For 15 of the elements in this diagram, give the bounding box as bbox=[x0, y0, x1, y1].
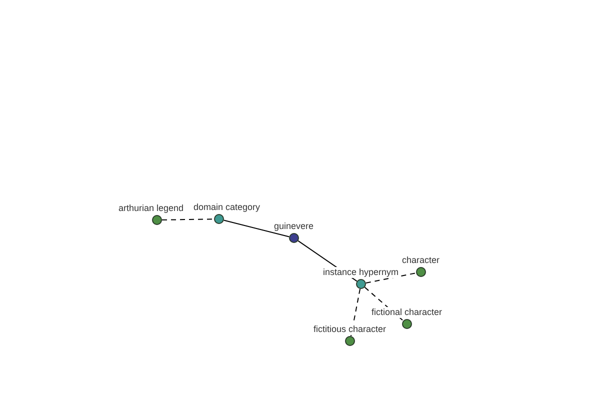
connector-line bbox=[223, 220, 290, 238]
node-label: fictional character bbox=[370, 307, 444, 318]
connector-line bbox=[364, 286, 404, 322]
node-label: arthurian legend bbox=[118, 203, 185, 214]
graph-node bbox=[401, 255, 441, 277]
graph-node bbox=[273, 221, 315, 243]
node-label: guinevere bbox=[273, 221, 315, 232]
graph-node bbox=[312, 324, 388, 346]
node-label: instance hypernym bbox=[322, 267, 400, 278]
graph-node bbox=[322, 267, 400, 289]
connector-line bbox=[365, 272, 417, 284]
node-label: domain category bbox=[192, 202, 262, 213]
node-label: fictitious character bbox=[312, 324, 388, 335]
connector-line bbox=[162, 218, 214, 220]
node-label: character bbox=[401, 255, 441, 266]
